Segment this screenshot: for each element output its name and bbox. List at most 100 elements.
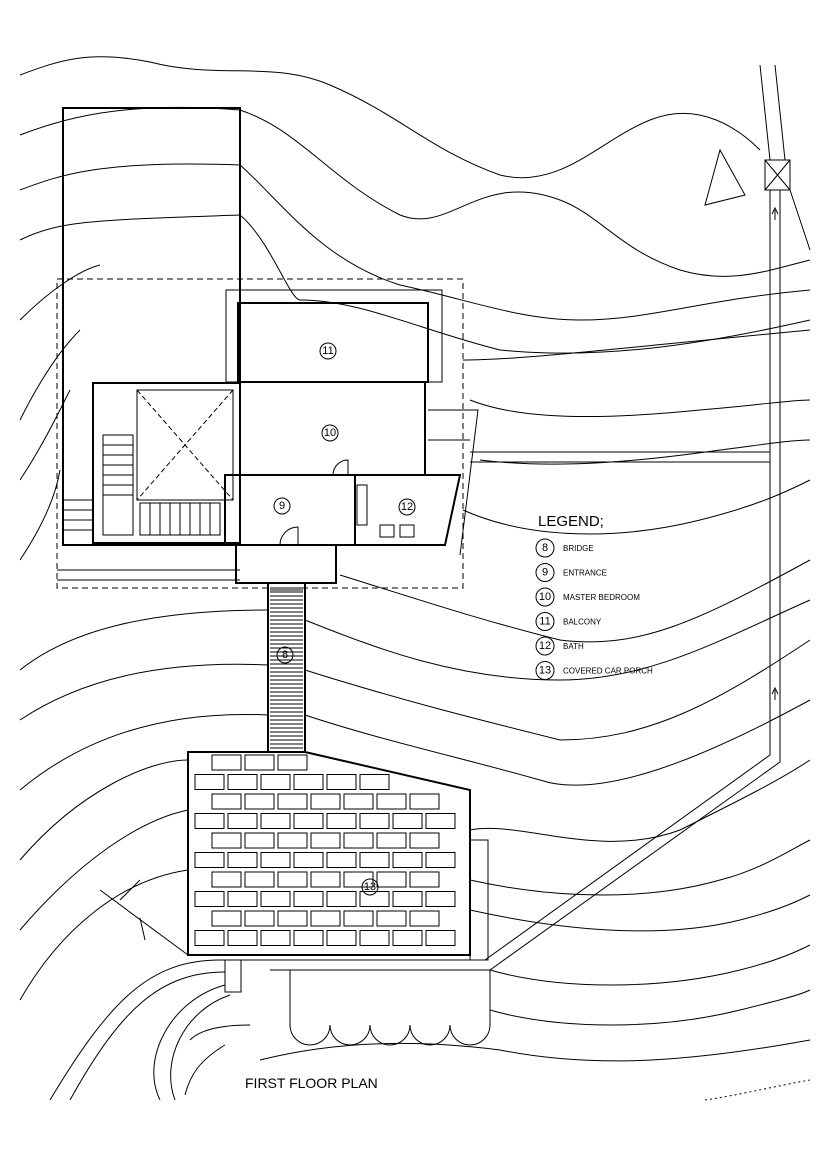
brick: [277, 793, 308, 810]
brick: [343, 793, 374, 810]
svg-text:8: 8: [282, 649, 288, 661]
footpath: [270, 64, 811, 971]
brick: [211, 871, 242, 888]
driveway: [49, 959, 270, 1101]
existing-building: [62, 107, 241, 546]
car-porch: [187, 751, 471, 956]
legend-number: 10: [539, 591, 551, 603]
brick: [260, 852, 291, 868]
entrance: [224, 474, 356, 546]
brick: [359, 852, 390, 868]
brick: [409, 871, 440, 888]
brick: [227, 774, 258, 790]
brick: [359, 813, 390, 829]
brick: [359, 930, 390, 946]
legend-label: BRIDGE: [563, 544, 594, 553]
brick: [244, 793, 275, 810]
brick: [326, 852, 357, 868]
brick: [359, 891, 390, 907]
brick: [194, 774, 225, 790]
legend-label: BATH: [563, 642, 584, 651]
brick: [227, 891, 258, 907]
svg-text:11: 11: [322, 345, 333, 357]
brick: [244, 832, 275, 849]
brick: [244, 754, 275, 771]
entrance-porch: [235, 544, 337, 584]
stair-hall: [92, 382, 241, 544]
brick: [194, 813, 225, 829]
entrance-door: [279, 526, 299, 546]
bath: [354, 474, 462, 546]
brick: [260, 774, 291, 790]
brick: [409, 793, 440, 810]
brick: [376, 910, 407, 927]
brick: [343, 910, 374, 927]
brick: [310, 910, 341, 927]
legend-label: COVERED CAR PORCH: [563, 667, 653, 676]
brick: [376, 793, 407, 810]
door-swing: [332, 459, 349, 476]
legend-number: 12: [539, 640, 551, 652]
brick: [244, 871, 275, 888]
brick: [293, 930, 324, 946]
legend-label: ENTRANCE: [563, 569, 607, 578]
brick: [343, 832, 374, 849]
drawing-title: FIRST FLOOR PLAN: [245, 1075, 378, 1091]
brick: [310, 793, 341, 810]
brick: [244, 910, 275, 927]
brick: [326, 813, 357, 829]
brick: [376, 871, 407, 888]
legend-number: 8: [542, 542, 548, 554]
brick: [293, 774, 324, 790]
brick: [310, 832, 341, 849]
brick: [310, 871, 341, 888]
legend-label: BALCONY: [563, 618, 602, 627]
brick: [326, 930, 357, 946]
brick: [277, 910, 308, 927]
brick: [425, 852, 456, 868]
roof-outline: [56, 278, 464, 589]
legend-marker: [535, 563, 555, 582]
brick: [194, 930, 225, 946]
brick: [425, 891, 456, 907]
legend-number: 13: [539, 665, 551, 677]
room-labels: 11 10 9 12 8 13: [273, 342, 416, 896]
brick: [425, 813, 456, 829]
brick: [392, 813, 423, 829]
legend-heading: LEGEND;: [538, 513, 604, 530]
legend-marker: [535, 538, 555, 558]
brick: [425, 930, 456, 946]
legend-marker: [535, 661, 555, 680]
legend-number: 11: [539, 616, 550, 628]
brick: [392, 852, 423, 868]
brick: [227, 852, 258, 868]
legend: LEGEND; 8 BRIDGE 9 ENTRANCE 10 MASTER BEDROOM…: [535, 513, 653, 680]
legend-label: MASTER BEDROOM: [563, 593, 640, 602]
brick: [376, 832, 407, 849]
brick: [277, 754, 308, 771]
brick: [260, 891, 291, 907]
legend-marker: [535, 636, 555, 656]
legend-number: 9: [542, 567, 548, 579]
legend-marker: [535, 612, 555, 631]
brick: [326, 774, 357, 790]
brick: [194, 852, 225, 868]
brick: [392, 891, 423, 907]
terrace-edge: [428, 409, 479, 556]
brick: [293, 891, 324, 907]
brick: [194, 891, 225, 907]
stairs: [57, 434, 240, 581]
brick: [293, 852, 324, 868]
brick: [211, 910, 242, 927]
brick: [260, 813, 291, 829]
svg-text:12: 12: [401, 501, 413, 513]
brick: [211, 754, 242, 771]
brick: [211, 832, 242, 849]
brick: [326, 891, 357, 907]
brick: [409, 832, 440, 849]
planters: [184, 970, 491, 1096]
brick: [260, 930, 291, 946]
svg-text:13: 13: [364, 881, 376, 893]
void: [136, 389, 234, 501]
